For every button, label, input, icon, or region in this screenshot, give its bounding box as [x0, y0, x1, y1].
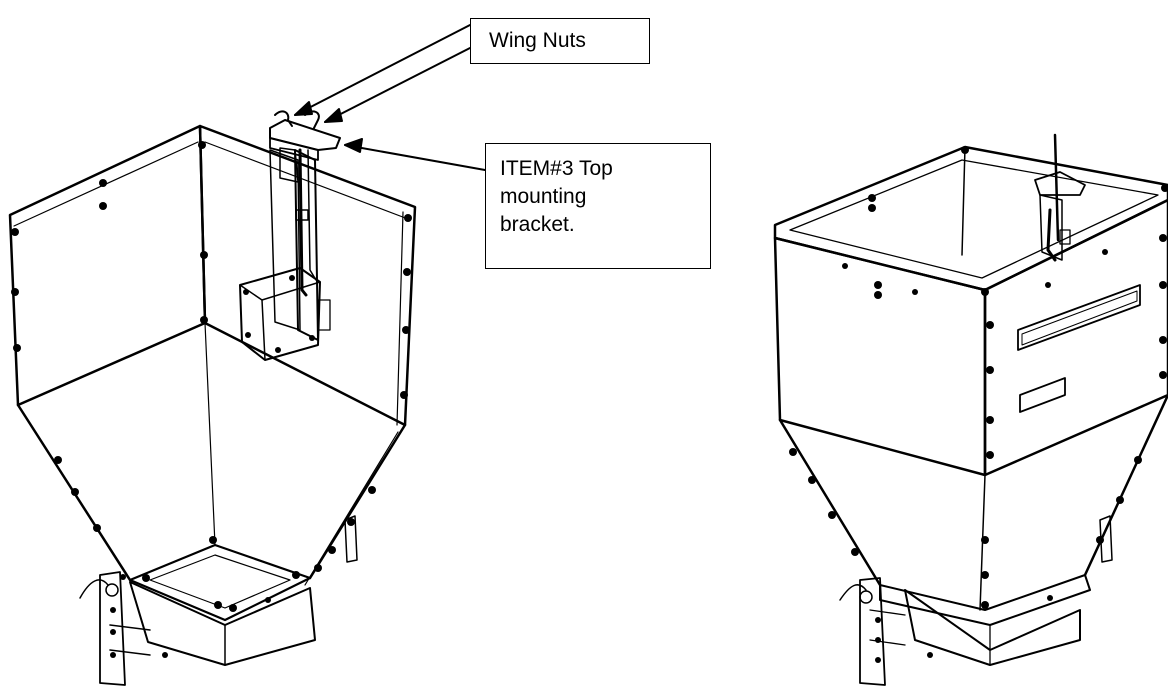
- callout-arrows: [294, 24, 486, 171]
- left-hopper: [8, 110, 417, 686]
- bracket-label-line-2: mounting: [500, 185, 587, 208]
- right-hopper: [773, 133, 1168, 686]
- bracket-label-line-1: ITEM#3 Top: [500, 157, 613, 180]
- wing-nuts-callout: Wing Nuts: [470, 18, 650, 64]
- wing-nuts-label: Wing Nuts: [489, 29, 586, 52]
- bracket-callout: ITEM#3 Top mounting bracket.: [485, 143, 711, 269]
- bracket-label-line-3: bracket.: [500, 213, 575, 236]
